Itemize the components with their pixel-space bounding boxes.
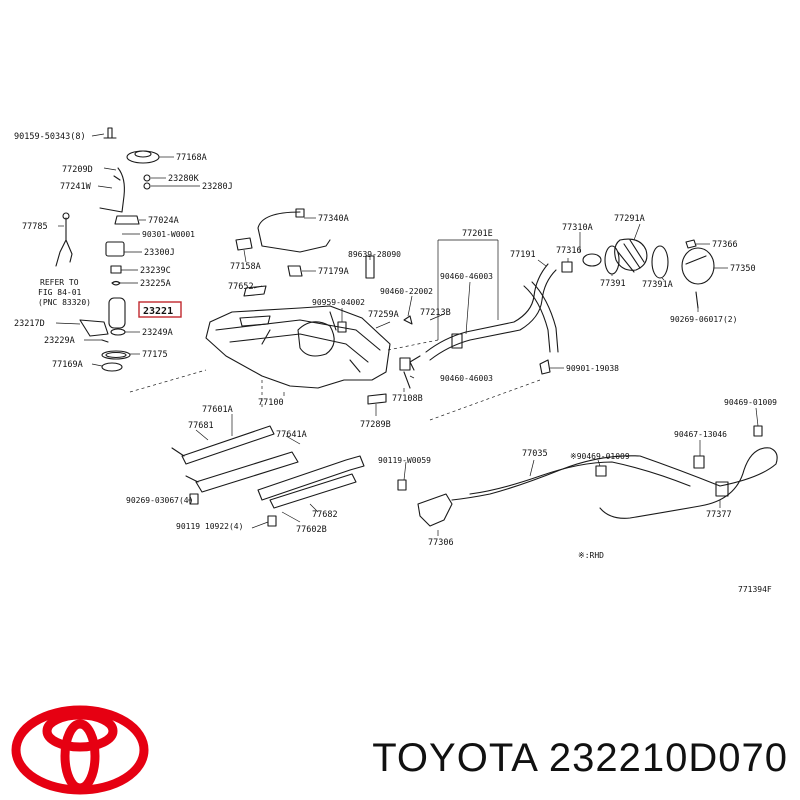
label-90159-50343: 90159-50343(8) — [14, 132, 86, 142]
label-90460-46003: 90460-46003 — [440, 272, 493, 281]
fuel-pump-assembly — [55, 127, 160, 372]
refer-note-line-2: FIG 84-01 — [38, 288, 82, 297]
logo-inner-vertical — [60, 719, 100, 793]
label-77316: 77316 — [556, 246, 582, 256]
label-77366: 77366 — [712, 240, 738, 250]
label-90301-W0001: 90301-W0001 — [142, 230, 195, 239]
label-77169A: 77169A — [52, 360, 83, 370]
label-77100: 77100 — [258, 398, 284, 408]
label-90119-10922: 90119 10922(4) — [176, 522, 243, 531]
label-23217D: 23217D — [14, 319, 45, 329]
label-23280K: 23280K — [168, 174, 200, 184]
refer-note-line-1: REFER TO — [40, 278, 79, 287]
label-90467-13046: 90467-13046 — [674, 430, 727, 439]
part-caption: TOYOTA 232210D070 — [372, 736, 788, 780]
label-90460-22002: 90460-22002 — [380, 287, 433, 296]
leader-lines — [55, 133, 759, 536]
label-77602B: 77602B — [296, 525, 327, 535]
label-77209D: 77209D — [62, 165, 93, 175]
logo-inner-horizontal — [42, 710, 118, 752]
highlight-box — [138, 301, 182, 318]
label-77306: 77306 — [428, 538, 454, 548]
label-90269-03067: 90269-03067(4) — [126, 496, 193, 505]
label-77191: 77191 — [510, 250, 536, 260]
label-23225A: 23225A — [140, 279, 171, 289]
label-77641A: 77641A — [276, 430, 307, 440]
footer: TOYOTA 232210D070 — [0, 690, 800, 800]
highlighted-part-number[interactable]: 23221 — [143, 306, 173, 317]
fuel-lid-opener — [397, 425, 778, 527]
label-77682: 77682 — [312, 510, 338, 520]
figure-code: 771394F — [738, 585, 772, 594]
label-90269-06017: 90269-06017(2) — [670, 315, 737, 324]
label-77391A: 77391A — [642, 280, 673, 290]
label-90901-19038: 90901-19038 — [566, 364, 619, 373]
label-77213B: 77213B — [420, 308, 451, 318]
label-90469-01009b: 90469-01009 — [724, 398, 777, 407]
label-77377: 77377 — [706, 510, 732, 520]
label-77310A: 77310A — [562, 223, 593, 233]
toyota-emblem-icon — [11, 705, 149, 795]
label-23280J: 23280J — [202, 182, 233, 192]
label-77035: 77035 — [522, 449, 548, 459]
label-23300J: 23300J — [144, 248, 175, 258]
label-77168A: 77168A — [176, 153, 207, 163]
label-77241W: 77241W — [60, 182, 92, 192]
part-labels: 90159-50343(8) 77168A 77209D 23280K 2328… — [14, 132, 777, 594]
label-77108B: 77108B — [392, 394, 423, 404]
label-77652: 77652 — [228, 282, 254, 292]
label-77681: 77681 — [188, 421, 214, 431]
label-90119-W0059: 90119-W0059 — [378, 456, 431, 465]
label-77289B: 77289B — [360, 420, 391, 430]
label-90469-01009a: ※90469-01009 — [570, 452, 630, 461]
label-77024A: 77024A — [148, 216, 179, 226]
label-77350: 77350 — [730, 264, 756, 274]
label-77179A: 77179A — [318, 267, 349, 277]
label-77391: 77391 — [600, 279, 626, 289]
label-77291A: 77291A — [614, 214, 645, 224]
label-23239C: 23239C — [140, 266, 171, 276]
label-77785: 77785 — [22, 222, 48, 232]
label-77201E: 77201E — [462, 229, 493, 239]
label-90959-04002: 90959-04002 — [312, 298, 365, 307]
label-77340A: 77340A — [318, 214, 349, 224]
rhd-note: ※:RHD — [578, 551, 604, 560]
label-77175: 77175 — [142, 350, 168, 360]
label-77158A: 77158A — [230, 262, 261, 272]
label-89639-28090: 89639-28090 — [348, 250, 401, 259]
label-90460-46003b: 90460-46003 — [440, 374, 493, 383]
label-77601A: 77601A — [202, 405, 233, 415]
fuel-tank — [205, 208, 413, 405]
dashed-reference-lines — [129, 339, 541, 421]
label-23229A: 23229A — [44, 336, 75, 346]
label-23249A: 23249A — [142, 328, 173, 338]
toyota-logo — [11, 705, 149, 795]
tank-straps — [171, 425, 365, 527]
label-77259A: 77259A — [368, 310, 399, 320]
refer-note-line-3: (PNC 83320) — [38, 298, 91, 307]
